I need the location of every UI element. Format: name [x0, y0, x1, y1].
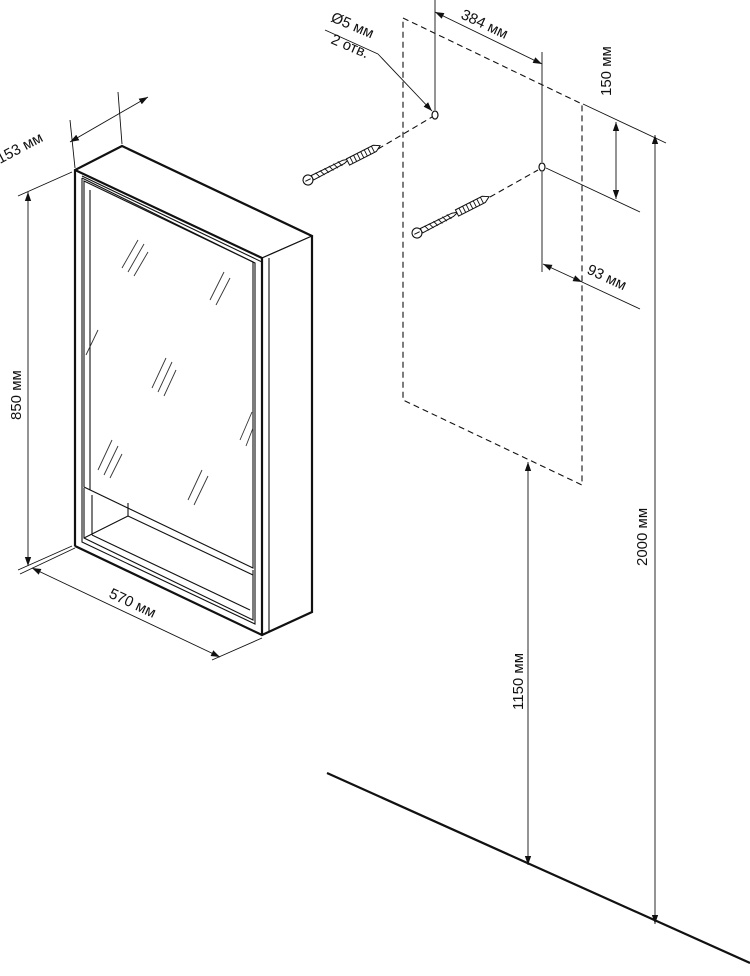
hole-left — [431, 110, 439, 120]
screw-set-upper — [302, 144, 381, 186]
width-label: 570 мм — [106, 585, 158, 621]
mounting-holes — [431, 110, 546, 172]
total-height-label: 2000 мм — [634, 508, 651, 566]
mount-height-label: 1150 мм — [510, 653, 527, 710]
depth-label: 153 мм — [0, 129, 46, 167]
dimension-total-height: 2000 мм — [634, 135, 659, 924]
mirror-cabinet — [73, 144, 314, 637]
dimension-height: 850 мм — [8, 171, 73, 571]
screw-icon — [302, 158, 351, 186]
screw-set-lower — [411, 195, 490, 239]
dowel-icon — [454, 195, 490, 217]
wall-outline — [402, 17, 583, 486]
screw-icon — [411, 211, 460, 239]
hole-right — [538, 162, 546, 172]
hole-side-offset-label: 93 мм — [584, 261, 629, 294]
mirror-reflection — [85, 239, 254, 506]
floor-line — [326, 771, 750, 965]
dimension-hole-side-offset: 93 мм — [541, 172, 641, 310]
mirror-door — [83, 180, 254, 569]
height-label: 850 мм — [8, 370, 25, 420]
hole-top-offset-label: 150 мм — [598, 46, 615, 96]
dimension-mount-height: 1150 мм — [510, 462, 532, 865]
dowel-icon — [345, 144, 381, 166]
dimension-hole-top-offset: 150 мм — [545, 46, 667, 213]
dimension-hole-spacing: 384 мм — [434, 0, 543, 162]
hole-spacing-label: 384 мм — [458, 6, 510, 42]
